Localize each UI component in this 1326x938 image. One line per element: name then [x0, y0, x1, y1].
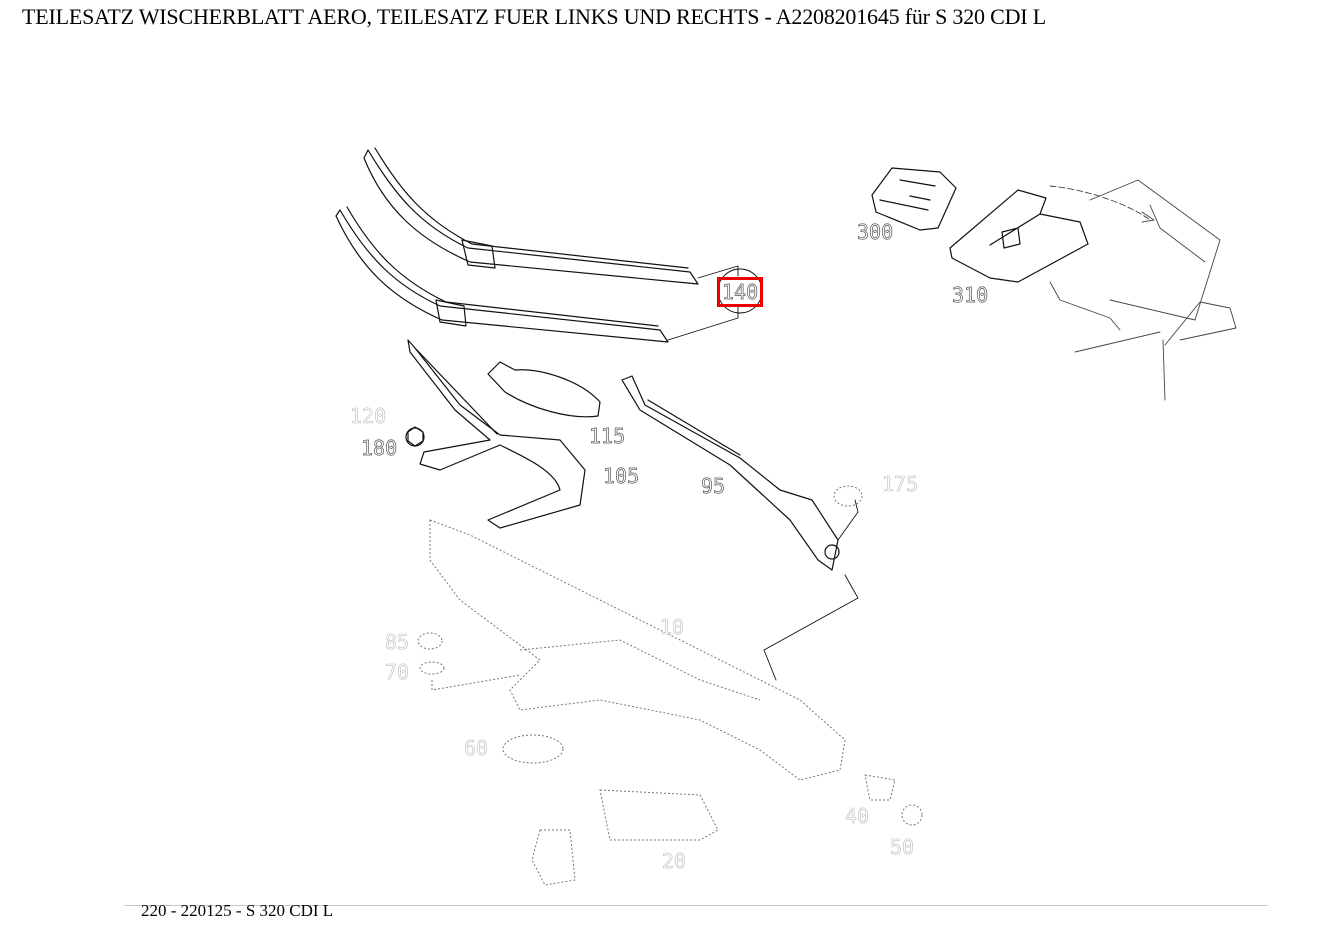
wiper-arm-left [407, 339, 586, 529]
callout-310[interactable]: 310 [952, 283, 989, 307]
callout-10[interactable]: 10 [660, 615, 685, 639]
nut-part [405, 426, 425, 447]
wiper-linkage-faded [417, 485, 923, 886]
callout-60[interactable]: 60 [464, 736, 489, 760]
car-windshield-sketch [1049, 179, 1237, 401]
callout-95-leader [763, 499, 859, 681]
callout-50[interactable]: 50 [890, 835, 915, 859]
callout-115[interactable]: 115 [589, 424, 626, 448]
callout-120[interactable]: 120 [350, 404, 387, 428]
footer-divider [124, 905, 1268, 906]
callout-85[interactable]: 85 [385, 630, 410, 654]
callout-180[interactable]: 180 [361, 436, 398, 460]
callout-20[interactable]: 20 [662, 849, 687, 873]
wiper-arm-right [621, 375, 840, 571]
callout-175[interactable]: 175 [882, 472, 919, 496]
wiper-blade-upper [363, 147, 699, 285]
callout-140[interactable]: 140 [716, 277, 764, 307]
callout-140-leader [667, 265, 763, 341]
footer-model-reference: 220 - 220125 - S 320 CDI L [141, 901, 334, 920]
callout-105[interactable]: 105 [603, 464, 640, 488]
rain-sensor-part [871, 167, 957, 231]
cover-cap-part [487, 361, 601, 418]
page-title: TEILESATZ WISCHERBLATT AERO, TEILESATZ F… [22, 4, 1046, 29]
callout-300[interactable]: 300 [857, 220, 894, 244]
callout-40[interactable]: 40 [845, 804, 870, 828]
sensor-cover-part [949, 189, 1089, 283]
callout-95[interactable]: 95 [701, 474, 726, 498]
wiper-blade-lower [335, 206, 669, 343]
callout-70[interactable]: 70 [385, 660, 410, 684]
